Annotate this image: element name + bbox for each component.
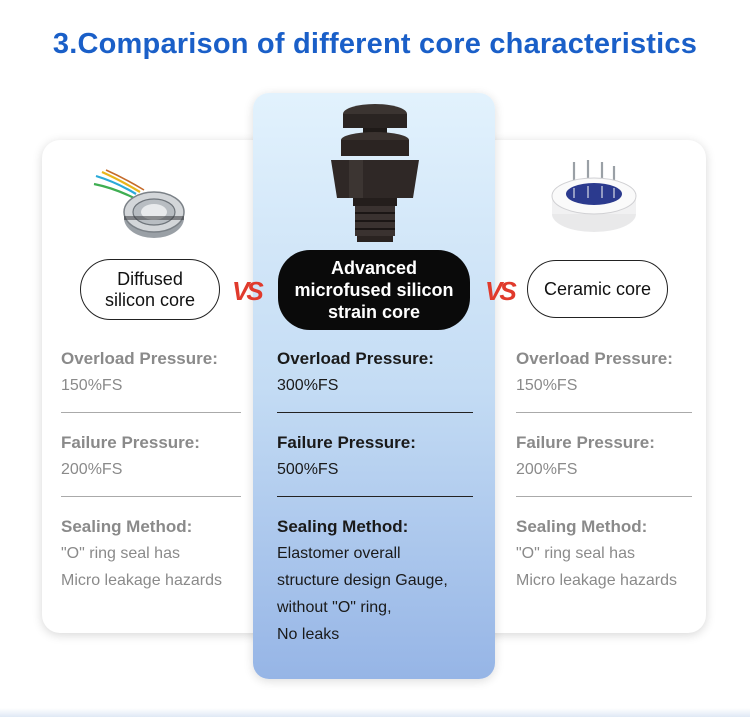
ceramic-core-label: Ceramic core — [527, 260, 668, 318]
sealing-method-value: "O" ring seal has Micro leakage hazards — [61, 540, 222, 594]
sealing-line: Micro leakage hazards — [516, 572, 677, 589]
diffused-silicon-core-label: Diffused silicon core — [80, 259, 220, 320]
diffused-silicon-sensor-icon — [93, 169, 185, 238]
sealing-line: "O" ring seal has — [516, 545, 635, 562]
failure-pressure-label: Failure Pressure: — [277, 433, 416, 452]
core-name-line: strain core — [327, 302, 421, 322]
sealing-line: Micro leakage hazards — [61, 572, 222, 589]
sealing-line: Elastomer overall — [277, 545, 401, 562]
divider — [516, 496, 692, 497]
sealing-line: without "O" ring, — [277, 599, 392, 616]
divider — [61, 496, 241, 497]
divider — [277, 412, 473, 413]
overload-pressure-label: Overload Pressure: — [61, 349, 218, 368]
vs-mark-left: VS — [232, 276, 264, 306]
sealing-method-label: Sealing Method: — [277, 517, 409, 536]
core-name-line: Diffused — [117, 268, 183, 289]
overload-pressure-label: Overload Pressure: — [516, 349, 673, 368]
sealing-method-value: Elastomer overall structure design Gauge… — [277, 540, 448, 648]
sealing-line: structure design Gauge, — [277, 572, 448, 589]
microfused-silicon-core-label: Advanced microfused silicon strain core — [278, 250, 470, 330]
failure-pressure-label: Failure Pressure: — [516, 433, 655, 452]
sealing-method-label: Sealing Method: — [516, 517, 648, 536]
sealing-method-value: "O" ring seal has Micro leakage hazards — [516, 540, 677, 594]
overload-pressure-label: Overload Pressure: — [277, 349, 434, 368]
overload-pressure-value: 150%FS — [516, 377, 578, 394]
sealing-line: No leaks — [277, 626, 340, 643]
failure-pressure-value: 200%FS — [516, 461, 578, 478]
overload-pressure-value: 300%FS — [277, 377, 339, 394]
divider — [516, 412, 692, 413]
microfused-strain-sensor-icon — [331, 104, 419, 242]
vs-mark-right: VS — [485, 276, 517, 306]
failure-pressure-value: 500%FS — [277, 461, 339, 478]
failure-pressure-value: 200%FS — [61, 461, 123, 478]
failure-pressure-label: Failure Pressure: — [61, 433, 200, 452]
page-title: 3.Comparison of different core character… — [52, 28, 698, 60]
divider — [277, 496, 473, 497]
sealing-line: "O" ring seal has — [61, 545, 180, 562]
overload-pressure-value: 150%FS — [61, 377, 123, 394]
core-name-line: microfused silicon — [294, 280, 454, 300]
core-name-line: silicon core — [104, 289, 196, 310]
bottom-divider — [0, 708, 750, 717]
core-name-line: Ceramic core — [543, 278, 652, 299]
core-name-line: Advanced — [330, 258, 417, 278]
divider — [61, 412, 241, 413]
ceramic-sensor-icon — [551, 160, 637, 232]
sealing-method-label: Sealing Method: — [61, 517, 193, 536]
